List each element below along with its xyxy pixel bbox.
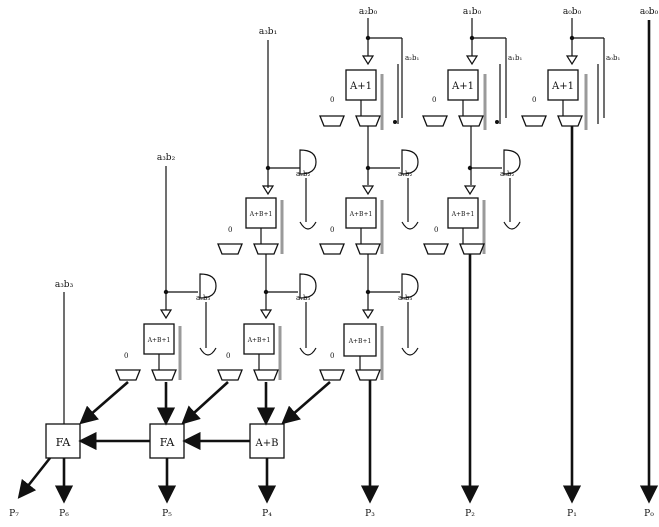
input-label-top-3: a₀b₀ xyxy=(563,7,582,17)
output-label-p6: P₆ xyxy=(59,509,69,519)
zero-r3c2: 0 xyxy=(226,352,230,360)
output-label-p5: P₅ xyxy=(162,509,172,519)
input-label-top-1: a₂b₀ xyxy=(359,7,378,17)
adder-label-r1c1: A+1 xyxy=(349,81,372,92)
mux-r3c1a xyxy=(115,369,141,381)
output-label-p1: P₁ xyxy=(567,509,577,519)
input-label-top-2: a₁b₀ xyxy=(463,7,482,17)
adder-cell-r1c1 xyxy=(345,69,377,101)
input-label-diag-2: a₃b₂ xyxy=(157,153,176,163)
row1-cells: A+1 a₂b₁ 0 A+1 a₁b₁ 0 xyxy=(319,18,620,504)
mux-r3c1b xyxy=(151,369,177,381)
row3-cells: A+B+1 a₂b₃ 0 A+B+1 a₁b₃ 0 A+B+1 a₀b₃ xyxy=(115,166,419,504)
adder-label-r2c1: A+B+1 xyxy=(249,211,273,218)
adder-a-plus-b-label: A+B xyxy=(255,438,279,449)
side-label-r1c3: a₀b₁ xyxy=(606,54,620,62)
zero-r1c2: 0 xyxy=(432,96,436,104)
mux-r2c3b xyxy=(459,243,485,255)
mux-r2c3a xyxy=(423,243,449,255)
input-label-top-4: a₀b₀ xyxy=(640,7,659,17)
zero-r1c1: 0 xyxy=(330,96,334,104)
output-label-p2: P₂ xyxy=(465,509,475,519)
zero-r2c1: 0 xyxy=(228,226,232,234)
mux-r1c3a xyxy=(521,115,547,127)
mux-r1c2a xyxy=(422,115,448,127)
mux-r3c3b xyxy=(355,369,381,381)
side-label-r1c1: a₂b₁ xyxy=(405,54,419,62)
row2-cells: A+B+1 a₂b₂ 0 A+B+1 a₁b₂ 0 A+B+1 a₀b xyxy=(217,40,521,504)
mux-r2c1a xyxy=(217,243,243,255)
mux-r1c1a xyxy=(319,115,345,127)
mux-r3c2b xyxy=(253,369,279,381)
mux-r2c1b xyxy=(253,243,279,255)
mux-r1c3b xyxy=(557,115,583,127)
adder-label-r1c3: A+1 xyxy=(551,81,574,92)
mux-r3c2a xyxy=(217,369,243,381)
zero-r2c2: 0 xyxy=(330,226,334,234)
adder-a-plus-b xyxy=(249,423,285,459)
zero-r3c3: 0 xyxy=(330,352,334,360)
output-label-p3: P₃ xyxy=(365,509,375,519)
mux-r2c2a xyxy=(319,243,345,255)
input-label-diag-3: a₃b₃ xyxy=(55,280,74,290)
adder-label-r1c2: A+1 xyxy=(451,81,474,92)
input-label-diag-1: a₃b₁ xyxy=(259,27,277,37)
mux-r1c2b xyxy=(458,115,484,127)
final-adder-row: FA FA A+B xyxy=(17,292,331,504)
side-label-r1c2: a₁b₁ xyxy=(508,54,522,62)
output-label-p7: P₇ xyxy=(9,509,19,519)
adder-label-r2c3: A+B+1 xyxy=(451,211,475,218)
adder-cell-r2c3 xyxy=(447,197,479,229)
output-label-p4: P₄ xyxy=(262,509,272,519)
full-adder-1-label: FA xyxy=(56,436,72,449)
adder-label-r3c1: A+B+1 xyxy=(147,337,171,344)
full-adder-2-label: FA xyxy=(160,436,176,449)
zero-r2c3: 0 xyxy=(434,226,438,234)
zero-r1c3: 0 xyxy=(532,96,536,104)
adder-label-r2c2: A+B+1 xyxy=(349,211,373,218)
adder-cell-r1c3 xyxy=(547,69,579,101)
mux-r3c3a xyxy=(319,369,345,381)
adder-label-r3c2: A+B+1 xyxy=(247,337,271,344)
adder-label-r3c3: A+B+1 xyxy=(348,338,372,345)
zero-r3c1: 0 xyxy=(124,352,128,360)
mux-r1c1b xyxy=(355,115,381,127)
mux-r2c2b xyxy=(355,243,381,255)
output-label-p0: P₀ xyxy=(644,509,654,519)
